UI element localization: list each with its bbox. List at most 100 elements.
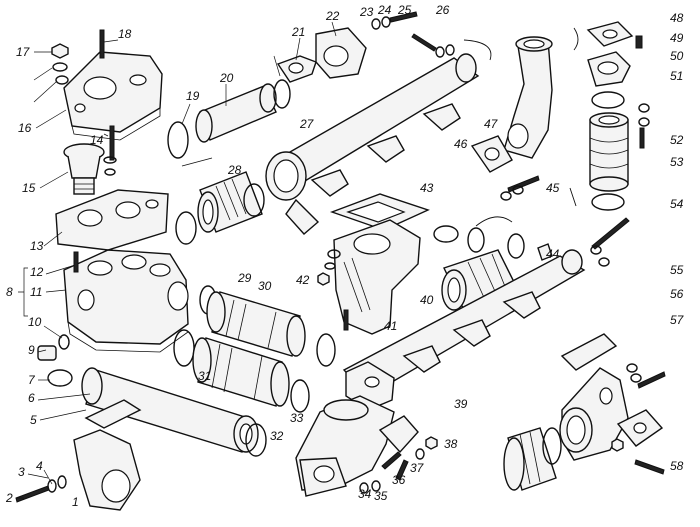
gasket-plate <box>470 135 513 173</box>
callout-8: 8 <box>6 285 13 299</box>
callout-7: 7 <box>28 373 36 387</box>
callout-26: 26 <box>435 3 450 17</box>
callout-29: 29 <box>237 271 252 285</box>
callout-17: 17 <box>16 45 31 59</box>
washer <box>55 75 69 85</box>
bolt <box>411 33 437 52</box>
callout-52: 52 <box>670 133 684 147</box>
washer <box>327 249 341 259</box>
stud <box>343 309 349 331</box>
thermostat <box>63 143 105 195</box>
callout-49: 49 <box>670 31 684 45</box>
washer <box>598 257 610 267</box>
seal-ring <box>433 225 459 243</box>
callout-11: 11 <box>30 285 42 299</box>
outlet-elbow <box>503 36 553 159</box>
flow-arrow <box>181 157 213 167</box>
callout-47: 47 <box>484 117 499 131</box>
callout-40: 40 <box>420 293 434 307</box>
plug <box>635 35 643 49</box>
washer <box>58 334 70 350</box>
callout-37: 37 <box>410 461 425 475</box>
callout-labels: 1 2 3 4 5 6 7 8 9 10 11 12 13 14 15 16 1… <box>5 3 685 509</box>
seal-ring <box>243 183 265 217</box>
inlet-elbow <box>559 367 629 461</box>
callout-15: 15 <box>22 181 36 195</box>
callout-12: 12 <box>30 265 44 279</box>
seal-ring <box>542 427 562 465</box>
flange <box>586 21 634 47</box>
callout-53: 53 <box>670 155 684 169</box>
washer <box>381 16 391 28</box>
callout-36: 36 <box>392 473 406 487</box>
bolt <box>395 459 409 481</box>
callout-38: 38 <box>444 437 458 451</box>
long-sleeve <box>206 291 306 357</box>
callout-50: 50 <box>670 49 684 63</box>
washer <box>52 62 68 72</box>
callout-44: 44 <box>546 247 560 261</box>
callout-35: 35 <box>374 489 388 503</box>
outlet-housing <box>295 395 395 497</box>
callout-27: 27 <box>299 117 315 131</box>
washer <box>435 46 445 58</box>
callout-39: 39 <box>454 397 468 411</box>
nut <box>611 438 624 452</box>
inlet-elbow <box>73 399 142 511</box>
washer <box>371 18 381 30</box>
bolt <box>637 371 666 389</box>
flow-arrow <box>463 39 492 61</box>
plug <box>37 345 57 361</box>
washer <box>371 480 381 492</box>
callout-54: 54 <box>670 197 684 211</box>
callout-46: 46 <box>454 137 468 151</box>
washer <box>630 373 642 383</box>
flow-arrow <box>573 27 579 51</box>
callout-9: 9 <box>28 343 35 357</box>
bolt <box>381 451 402 470</box>
gasket-plate <box>560 333 618 371</box>
seal-ring <box>591 193 625 211</box>
nut <box>51 43 69 59</box>
callout-1: 1 <box>72 495 79 509</box>
washer <box>638 103 650 113</box>
water-distribution-housing <box>63 249 189 353</box>
callout-14: 14 <box>90 133 104 147</box>
callout-41: 41 <box>384 319 397 333</box>
flange <box>587 51 631 87</box>
bolt <box>507 175 540 193</box>
callout-57: 57 <box>670 313 685 327</box>
callout-45: 45 <box>546 181 560 195</box>
bolt <box>639 127 645 149</box>
washer <box>47 479 57 493</box>
washer <box>103 156 117 164</box>
bolt <box>15 485 50 503</box>
gasket-plate <box>55 189 169 251</box>
seal-ring <box>273 79 291 109</box>
callout-21: 21 <box>291 25 305 39</box>
flange <box>616 409 664 447</box>
seal-ring <box>316 333 336 367</box>
callout-4: 4 <box>36 459 43 473</box>
gasket-plate <box>378 415 419 454</box>
callout-33: 33 <box>290 411 304 425</box>
gasket-plate <box>329 193 430 231</box>
callout-56: 56 <box>670 287 684 301</box>
bolt <box>591 217 630 250</box>
callout-55: 55 <box>670 263 684 277</box>
nut <box>317 272 330 286</box>
seal-ring <box>167 121 189 159</box>
seal-ring <box>175 211 197 245</box>
seal-ring <box>245 423 267 457</box>
callout-6: 6 <box>28 391 35 405</box>
callout-34: 34 <box>358 487 372 501</box>
corrugated-sleeve <box>503 427 557 491</box>
callout-2: 2 <box>5 491 13 505</box>
bolt <box>109 125 115 161</box>
stud <box>73 251 79 273</box>
washer <box>359 482 369 494</box>
washer <box>415 448 425 460</box>
callout-3: 3 <box>18 465 25 479</box>
washer <box>57 475 67 489</box>
